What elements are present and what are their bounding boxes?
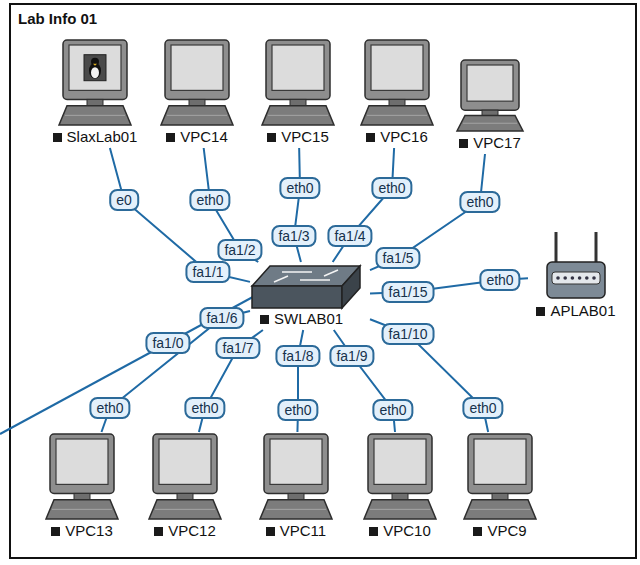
interface-label: fa1/4 bbox=[327, 225, 372, 247]
pc-node: SlaxLab01 bbox=[47, 38, 143, 148]
name-marker bbox=[266, 527, 275, 536]
pc-icon bbox=[147, 432, 223, 522]
device-name-row: APLAB01 bbox=[536, 302, 615, 322]
ap-icon bbox=[544, 228, 608, 302]
diagram-title: Lab Info 01 bbox=[18, 10, 97, 27]
interface-label: fa1/1 bbox=[185, 261, 230, 283]
device-name-row: VPC15 bbox=[267, 128, 329, 148]
pc-icon bbox=[258, 432, 334, 522]
lab-frame bbox=[10, 4, 636, 558]
switch-node: SWLAB01 bbox=[250, 262, 370, 330]
pc-node: VPC16 bbox=[349, 38, 445, 148]
device-name-row: VPC10 bbox=[369, 522, 431, 542]
pc-node: VPC13 bbox=[37, 432, 127, 542]
pc-node: VPC9 bbox=[455, 432, 545, 542]
device-name-row: VPC16 bbox=[366, 128, 428, 148]
interface-label: eth0 bbox=[89, 397, 130, 419]
device-name-row: SWLAB01 bbox=[250, 310, 343, 330]
device-name-row: VPC13 bbox=[51, 522, 113, 542]
device-name: VPC9 bbox=[487, 522, 526, 540]
tux-icon bbox=[57, 38, 133, 128]
pc-icon bbox=[462, 432, 538, 522]
uplink-wire bbox=[0, 292, 262, 434]
interface-label: fa1/3 bbox=[271, 225, 316, 247]
name-marker bbox=[267, 133, 276, 142]
pc-icon bbox=[455, 58, 525, 134]
name-marker bbox=[51, 527, 60, 536]
interface-label: fa1/8 bbox=[275, 345, 320, 367]
device-name-row: VPC11 bbox=[266, 522, 326, 542]
interface-label: eth0 bbox=[459, 191, 500, 213]
device-name-row: SlaxLab01 bbox=[53, 128, 138, 148]
network-link bbox=[110, 148, 250, 282]
pc-node: VPC12 bbox=[140, 432, 230, 542]
switch-icon bbox=[250, 262, 362, 310]
device-name: VPC14 bbox=[180, 128, 228, 146]
name-marker bbox=[459, 139, 468, 148]
interface-label: fa1/7 bbox=[215, 337, 260, 359]
pc-icon bbox=[362, 432, 438, 522]
interface-label: fa1/10 bbox=[382, 323, 435, 345]
name-marker bbox=[369, 527, 378, 536]
name-marker bbox=[166, 133, 175, 142]
device-name-row: VPC14 bbox=[166, 128, 228, 148]
interface-label: fa1/6 bbox=[199, 307, 244, 329]
pc-icon bbox=[159, 38, 235, 128]
access-point-node: APLAB01 bbox=[528, 228, 624, 322]
interface-label: fa1/5 bbox=[375, 247, 420, 269]
device-name: VPC10 bbox=[383, 522, 431, 540]
pc-icon bbox=[260, 38, 336, 128]
interface-label: eth0 bbox=[462, 397, 503, 419]
device-name: SlaxLab01 bbox=[67, 128, 138, 146]
name-marker bbox=[536, 307, 545, 316]
name-marker bbox=[154, 527, 163, 536]
device-name-row: VPC17 bbox=[459, 134, 521, 154]
name-marker bbox=[366, 133, 375, 142]
name-marker bbox=[53, 133, 62, 142]
name-marker bbox=[260, 315, 269, 324]
interface-label: eth0 bbox=[372, 399, 413, 421]
interface-label: eth0 bbox=[479, 269, 520, 291]
pc-node: VPC10 bbox=[355, 432, 445, 542]
pc-node: VPC11 bbox=[251, 432, 341, 542]
pc-node: VPC14 bbox=[149, 38, 245, 148]
device-name-row: VPC12 bbox=[154, 522, 216, 542]
interface-label: eth0 bbox=[277, 399, 318, 421]
device-name: VPC11 bbox=[280, 522, 326, 540]
pc-icon bbox=[44, 432, 120, 522]
interface-label: eth0 bbox=[279, 177, 320, 199]
interface-label: fa1/0 bbox=[145, 332, 190, 354]
device-name-row: VPC9 bbox=[473, 522, 526, 542]
device-name: VPC17 bbox=[473, 134, 521, 152]
device-name: APLAB01 bbox=[550, 302, 615, 320]
device-name: VPC13 bbox=[65, 522, 113, 540]
interface-label: e0 bbox=[109, 189, 139, 211]
interface-label: fa1/15 bbox=[382, 281, 435, 303]
interface-label: fa1/9 bbox=[329, 345, 374, 367]
device-name: VPC12 bbox=[168, 522, 216, 540]
name-marker bbox=[473, 527, 482, 536]
interface-label: eth0 bbox=[189, 189, 230, 211]
device-name: SWLAB01 bbox=[274, 310, 343, 328]
interface-label: fa1/2 bbox=[217, 239, 262, 261]
device-name: VPC15 bbox=[281, 128, 329, 146]
pc-icon bbox=[359, 38, 435, 128]
interface-label: eth0 bbox=[184, 397, 225, 419]
interface-label: eth0 bbox=[371, 177, 412, 199]
pc-node: VPC15 bbox=[250, 38, 346, 148]
pc-node: VPC17 bbox=[445, 58, 535, 154]
device-name: VPC16 bbox=[380, 128, 428, 146]
